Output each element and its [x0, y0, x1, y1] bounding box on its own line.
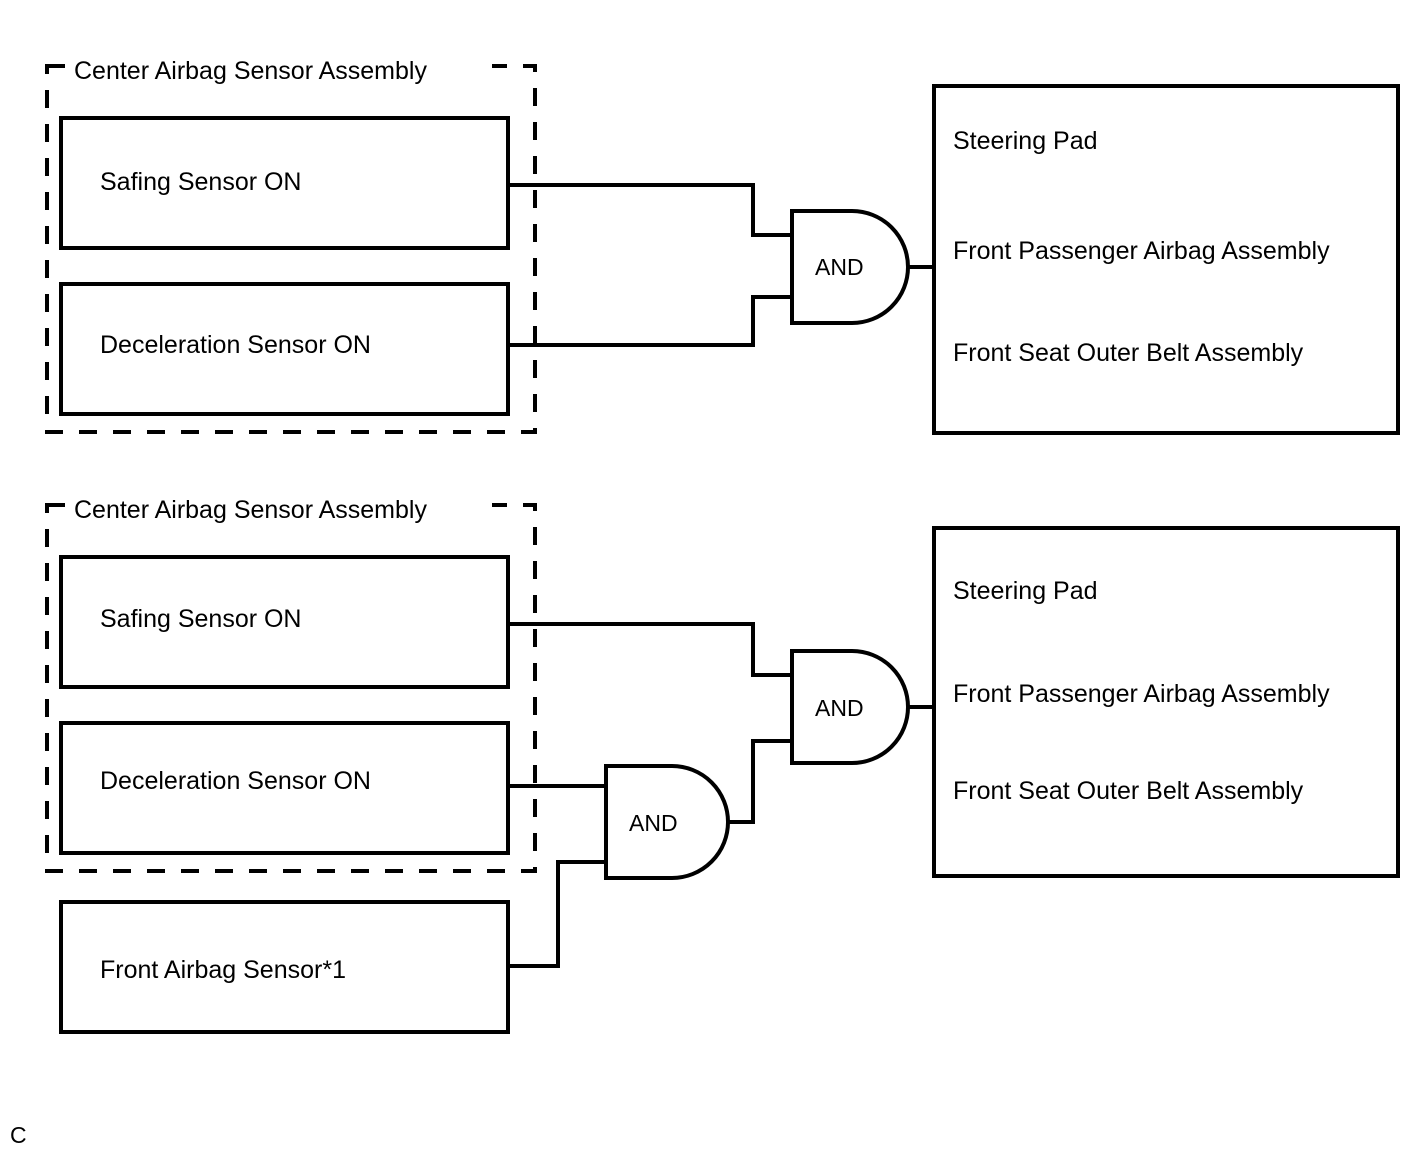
lower-diagram: Center Airbag Sensor Assembly Safing Sen…: [45, 491, 1400, 1034]
lower-safing-sensor-label: Safing Sensor ON: [100, 605, 302, 633]
lower-output-item-front-seat-outer-belt: Front Seat Outer Belt Assembly: [953, 777, 1304, 805]
lower-wire-safing-to-and2: [506, 622, 794, 677]
lower-wire-front-airbag-to-and1: [506, 860, 608, 968]
upper-safing-sensor-label: Safing Sensor ON: [100, 168, 302, 196]
lower-output-item-steering-pad: Steering Pad: [953, 577, 1098, 605]
lower-front-airbag-sensor-label: Front Airbag Sensor*1: [100, 956, 346, 984]
lower-output-box: [932, 526, 1400, 878]
upper-output-item-steering-pad: Steering Pad: [953, 127, 1098, 155]
lower-and-gate-1-label: AND: [629, 810, 678, 836]
lower-front-airbag-sensor-box: [59, 900, 510, 1034]
lower-group-label-mask: [72, 491, 492, 521]
upper-wire-deceleration-to-and: [506, 295, 794, 347]
upper-safing-sensor-box: [59, 116, 510, 250]
upper-and-gate-label: AND: [815, 254, 864, 280]
lower-and-gate-2-label: AND: [815, 695, 864, 721]
upper-group-label-mask: [72, 52, 492, 82]
upper-group-label: Center Airbag Sensor Assembly: [74, 57, 427, 85]
lower-and-gate-2: [790, 649, 910, 765]
lower-deceleration-sensor-box: [59, 721, 510, 855]
upper-deceleration-sensor-label: Deceleration Sensor ON: [100, 331, 371, 359]
upper-output-item-front-passenger-airbag: Front Passenger Airbag Assembly: [953, 237, 1330, 265]
page-corner-mark: C: [10, 1122, 27, 1148]
lower-deceleration-sensor-label: Deceleration Sensor ON: [100, 767, 371, 795]
upper-diagram: Center Airbag Sensor Assembly Safing Sen…: [45, 52, 1400, 435]
upper-and-gate: [790, 209, 910, 325]
upper-output-item-front-seat-outer-belt: Front Seat Outer Belt Assembly: [953, 339, 1304, 367]
upper-output-box: [932, 84, 1400, 435]
lower-and-gate-1: [604, 764, 730, 880]
upper-deceleration-sensor-box: [59, 282, 510, 416]
lower-group-label: Center Airbag Sensor Assembly: [74, 496, 427, 524]
upper-wire-safing-to-and: [506, 183, 794, 237]
lower-output-item-front-passenger-airbag: Front Passenger Airbag Assembly: [953, 680, 1330, 708]
lower-safing-sensor-box: [59, 555, 510, 689]
lower-wire-and1-to-and2: [726, 739, 794, 824]
